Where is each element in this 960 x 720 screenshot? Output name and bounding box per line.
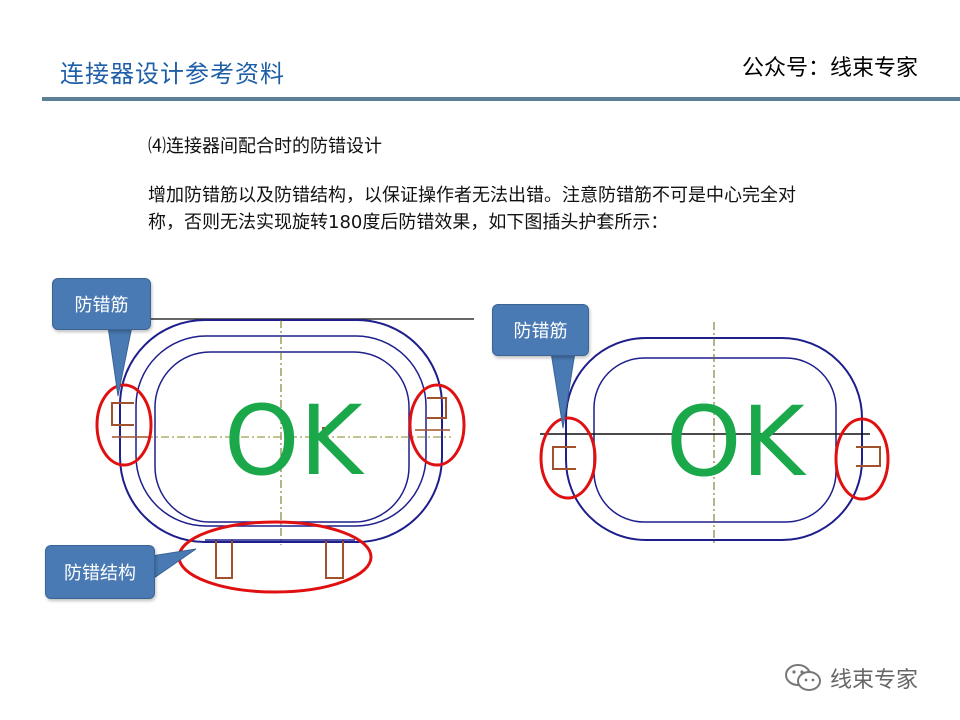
right-connector — [539, 322, 890, 545]
callout-3-pointer — [150, 548, 197, 581]
callout-structure: 防错结构 — [45, 545, 155, 599]
header-title: 连接器设计参考资料 — [60, 60, 285, 88]
callout-right-rib: 防错筋 — [492, 304, 589, 356]
callout-left-rib: 防错筋 — [52, 278, 151, 330]
right-inner-cavity — [593, 357, 837, 523]
right-rib-shape-left-connector — [427, 397, 447, 419]
header-rule — [42, 97, 960, 101]
header-account: 公众号：线束专家 — [741, 56, 918, 81]
left-rib-highlight — [95, 383, 153, 467]
body-line-1: 增加防错筋以及防错结构，以保证操作者无法出错。注意防错筋不可是中心完全对 — [148, 185, 796, 206]
body-text: 增加防错筋以及防错结构，以保证操作者无法出错。注意防错筋不可是中心完全对 称，否… — [148, 182, 938, 236]
right-conn-right-rib — [856, 446, 881, 467]
left-rib-shape — [111, 402, 134, 426]
wechat-icon — [785, 664, 821, 691]
bottom-key-right — [325, 540, 344, 579]
right-conn-left-highlight — [539, 416, 597, 500]
ok-label-right: OK — [666, 386, 805, 498]
left-center-marker — [322, 427, 330, 433]
bottom-key-left — [215, 540, 233, 579]
right-conn-right-highlight — [834, 417, 890, 501]
right-conn-left-rib — [552, 446, 576, 470]
section-heading: ⑷连接器间配合时的防错设计 — [148, 136, 382, 157]
footer-brand: 线束专家 — [830, 668, 919, 693]
right-rib-highlight — [408, 383, 466, 467]
left-connector — [95, 318, 474, 594]
body-line-2: 称，否则无法实现旋转180度后防错效果，如下图插头护套所示： — [148, 212, 669, 233]
ok-label-left: OK — [224, 385, 363, 497]
footer-watermark: 线束专家 — [784, 660, 934, 696]
